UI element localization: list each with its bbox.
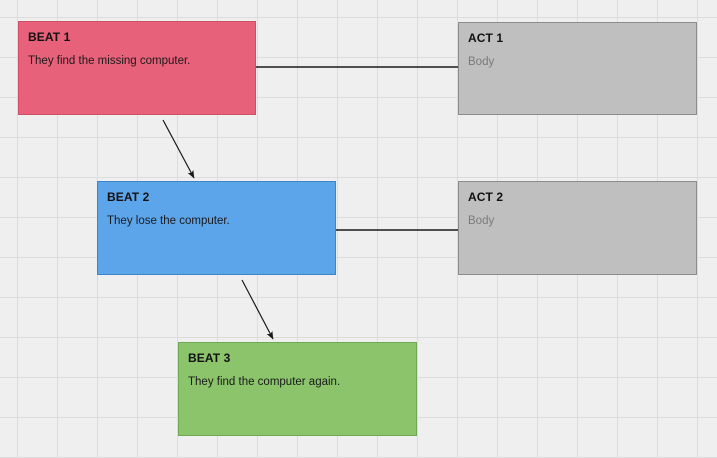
node-title: ACT 2 bbox=[468, 190, 504, 204]
node-title: BEAT 3 bbox=[188, 351, 231, 365]
node-body: They find the missing computer. bbox=[28, 55, 191, 67]
node-act-2[interactable]: ACT 2 Body bbox=[458, 181, 697, 275]
node-body-placeholder: Body bbox=[468, 215, 495, 227]
node-body-placeholder: Body bbox=[468, 56, 495, 68]
node-beat-1[interactable]: BEAT 1 They find the missing computer. bbox=[18, 21, 256, 115]
node-title: ACT 1 bbox=[468, 31, 504, 45]
arrow-beat1-to-beat2[interactable] bbox=[162, 119, 195, 179]
node-body: They lose the computer. bbox=[107, 215, 230, 227]
node-beat-3[interactable]: BEAT 3 They find the computer again. bbox=[178, 342, 417, 436]
arrow-beat2-to-beat3[interactable] bbox=[241, 279, 274, 340]
node-title: BEAT 1 bbox=[28, 30, 71, 44]
node-act-1[interactable]: ACT 1 Body bbox=[458, 22, 697, 115]
node-title: BEAT 2 bbox=[107, 190, 150, 204]
node-body: They find the computer again. bbox=[188, 376, 341, 388]
node-beat-2[interactable]: BEAT 2 They lose the computer. bbox=[97, 181, 336, 275]
